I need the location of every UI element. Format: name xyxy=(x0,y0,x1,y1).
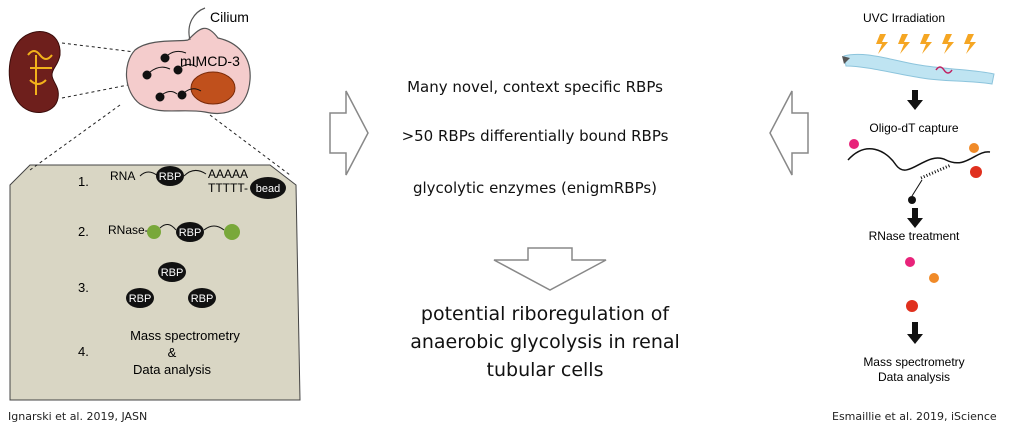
kidney-line-bottom xyxy=(61,84,129,99)
rbp-dot-red xyxy=(970,166,982,178)
workflow-panel xyxy=(9,164,301,401)
step4-line2: & xyxy=(168,345,177,360)
free-rbp-magenta xyxy=(905,257,915,267)
step3-rbp-left xyxy=(126,288,154,308)
rbp-dot-orange xyxy=(969,143,979,153)
step3-rbp-right xyxy=(188,288,216,308)
step3-number: 3. xyxy=(78,280,89,295)
left-citation: Ignarski et al. 2019, JASN xyxy=(8,410,148,423)
free-rbp-red xyxy=(906,300,918,312)
oligo-dt-label: Oligo-dT capture xyxy=(869,121,958,135)
ms-line2: Data analysis xyxy=(878,370,950,384)
step1-polyt: TTTTT- xyxy=(208,181,248,195)
step2-rbp xyxy=(176,222,204,242)
ms-line1: Mass spectrometry xyxy=(863,355,964,369)
step1-polya: AAAAA xyxy=(208,167,248,181)
step1-rbp-label: RBP xyxy=(159,171,182,183)
rna-strand xyxy=(847,148,991,171)
step3-rbp-top xyxy=(158,262,186,282)
step1-rbp xyxy=(156,166,184,186)
cell-label: mIMCD-3 xyxy=(180,53,240,69)
oligo-bead xyxy=(908,196,916,204)
uv-lightning-icons xyxy=(876,34,976,54)
finding-1: Many novel, context specific RBPs xyxy=(407,78,663,96)
kidney-line-top xyxy=(61,42,136,53)
step1-number: 1. xyxy=(78,174,89,189)
down-arrow-2-icon xyxy=(907,208,923,228)
step3-rbp-top-label: RBP xyxy=(161,267,184,279)
conclusion-line-3: tubular cells xyxy=(486,359,604,381)
step2-number: 2. xyxy=(78,224,89,239)
conclusion-line-1: potential riboregulation of xyxy=(420,303,670,325)
step4-number: 4. xyxy=(78,344,89,359)
step3-rbp-right-label: RBP xyxy=(191,293,214,305)
down-arrow-1-icon xyxy=(907,90,923,110)
step3-rbp-left-label: RBP xyxy=(129,293,152,305)
right-schematic: UVC Irradiation Oligo-dT capture RNase t… xyxy=(842,11,995,384)
rbp-dot-magenta xyxy=(849,139,859,149)
zoom-line-right xyxy=(209,114,291,176)
left-schematic: Cilium mIMCD-3 1. RNA RBP AAAAA TTTTT- b… xyxy=(8,7,301,401)
conclusion-line-2: anaerobic glycolysis in renal xyxy=(410,331,680,353)
down-arrow-3-icon xyxy=(907,322,923,344)
left-pointing-arrow-icon xyxy=(769,90,809,176)
down-pointing-arrow-icon xyxy=(493,247,607,291)
step1-bead xyxy=(250,177,286,199)
finding-3: glycolytic enzymes (enigmRBPs) xyxy=(412,179,658,197)
kidney-icon xyxy=(8,31,61,113)
nucleus xyxy=(190,71,236,105)
right-pointing-arrow-icon xyxy=(329,90,369,176)
cell-mimcd3 xyxy=(125,7,251,114)
zoom-line-left xyxy=(29,104,121,171)
uvc-label: UVC Irradiation xyxy=(863,11,945,25)
right-citation: Esmaillie et al. 2019, iScience xyxy=(832,410,997,423)
step1-bead-label: bead xyxy=(256,183,280,195)
rnase-label: RNase treatment xyxy=(869,229,960,243)
step2-rnase: RNase- xyxy=(108,223,149,237)
step4-line1: Mass spectrometry xyxy=(130,328,240,343)
free-rbp-orange xyxy=(929,273,939,283)
cilium xyxy=(188,7,206,41)
rnase-icon-right xyxy=(224,224,240,240)
rnase-icon-left-body xyxy=(147,225,161,239)
worm-icon xyxy=(843,53,995,85)
cilium-label: Cilium xyxy=(210,9,249,25)
conclusion-text: potential riboregulation of anaerobic gl… xyxy=(380,300,710,384)
finding-2: >50 RBPs differentially bound RBPs xyxy=(401,127,669,145)
step2-rbp-label: RBP xyxy=(179,227,202,239)
step1-rna: RNA xyxy=(110,169,135,183)
step4-line3: Data analysis xyxy=(133,362,212,377)
